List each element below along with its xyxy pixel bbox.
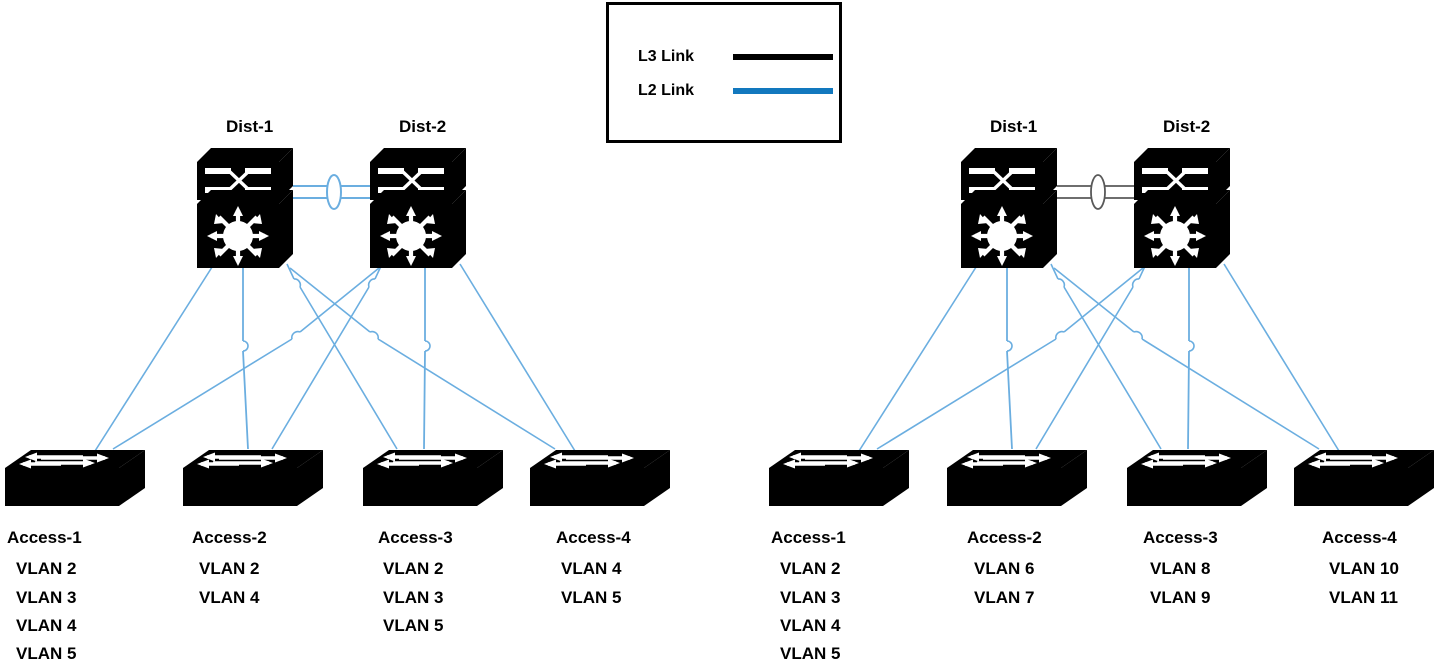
legend-swatch-l2-icon <box>733 88 833 94</box>
label-left-access-2-vlan-1: VLAN 4 <box>199 588 260 607</box>
label-right-access-3: Access-3 <box>1143 528 1218 547</box>
label-left-access-2: Access-2 <box>192 528 267 547</box>
label-left-access-3-vlan-2: VLAN 5 <box>383 616 444 635</box>
label-right-access-3-vlan-0: VLAN 8 <box>1150 559 1211 578</box>
legend-swatch-l3-icon <box>733 54 833 60</box>
label-right-access-4-vlan-1: VLAN 11 <box>1329 588 1398 607</box>
label-right-dist-1: Dist-1 <box>990 117 1038 136</box>
label-right-access-1-vlan-2: VLAN 4 <box>780 616 841 635</box>
label-left-access-2-vlan-0: VLAN 2 <box>199 559 260 578</box>
label-right-access-4-vlan-0: VLAN 10 <box>1329 559 1399 578</box>
label-left-access-1-vlan-2: VLAN 4 <box>16 616 77 635</box>
legend-item-l3: L3 Link <box>638 49 833 65</box>
label-left-access-3-vlan-1: VLAN 3 <box>383 588 444 607</box>
label-right-dist-2: Dist-2 <box>1163 117 1211 136</box>
label-left-access-1-vlan-3: VLAN 5 <box>16 644 77 661</box>
label-left-access-1-vlan-0: VLAN 2 <box>16 559 77 578</box>
label-right-access-1-vlan-3: VLAN 5 <box>780 644 841 661</box>
label-left-access-1: Access-1 <box>7 528 82 547</box>
label-left-access-4: Access-4 <box>556 528 631 547</box>
legend-label-l2: L2 Link <box>638 82 695 99</box>
legend-label-l3: L3 Link <box>638 48 695 65</box>
label-left-access-4-vlan-0: VLAN 4 <box>561 559 622 578</box>
label-right-access-1-vlan-1: VLAN 3 <box>780 588 841 607</box>
label-left-dist-2: Dist-2 <box>399 117 447 136</box>
label-right-access-4: Access-4 <box>1322 528 1397 547</box>
legend-item-l2: L2 Link <box>638 83 833 99</box>
diagram-left-links <box>94 174 576 452</box>
label-right-access-1-vlan-0: VLAN 2 <box>780 559 841 578</box>
label-left-access-4-vlan-1: VLAN 5 <box>561 588 622 607</box>
label-left-access-3: Access-3 <box>378 528 453 547</box>
label-right-access-2: Access-2 <box>967 528 1042 547</box>
label-right-access-2-vlan-1: VLAN 7 <box>974 588 1035 607</box>
legend-box <box>606 2 842 143</box>
label-left-dist-1: Dist-1 <box>226 117 274 136</box>
label-right-access-3-vlan-1: VLAN 9 <box>1150 588 1211 607</box>
label-left-access-3-vlan-0: VLAN 2 <box>383 559 444 578</box>
diagram-right-links <box>858 174 1340 452</box>
label-right-access-1: Access-1 <box>771 528 846 547</box>
label-right-access-2-vlan-0: VLAN 6 <box>974 559 1035 578</box>
label-left-access-1-vlan-1: VLAN 3 <box>16 588 77 607</box>
